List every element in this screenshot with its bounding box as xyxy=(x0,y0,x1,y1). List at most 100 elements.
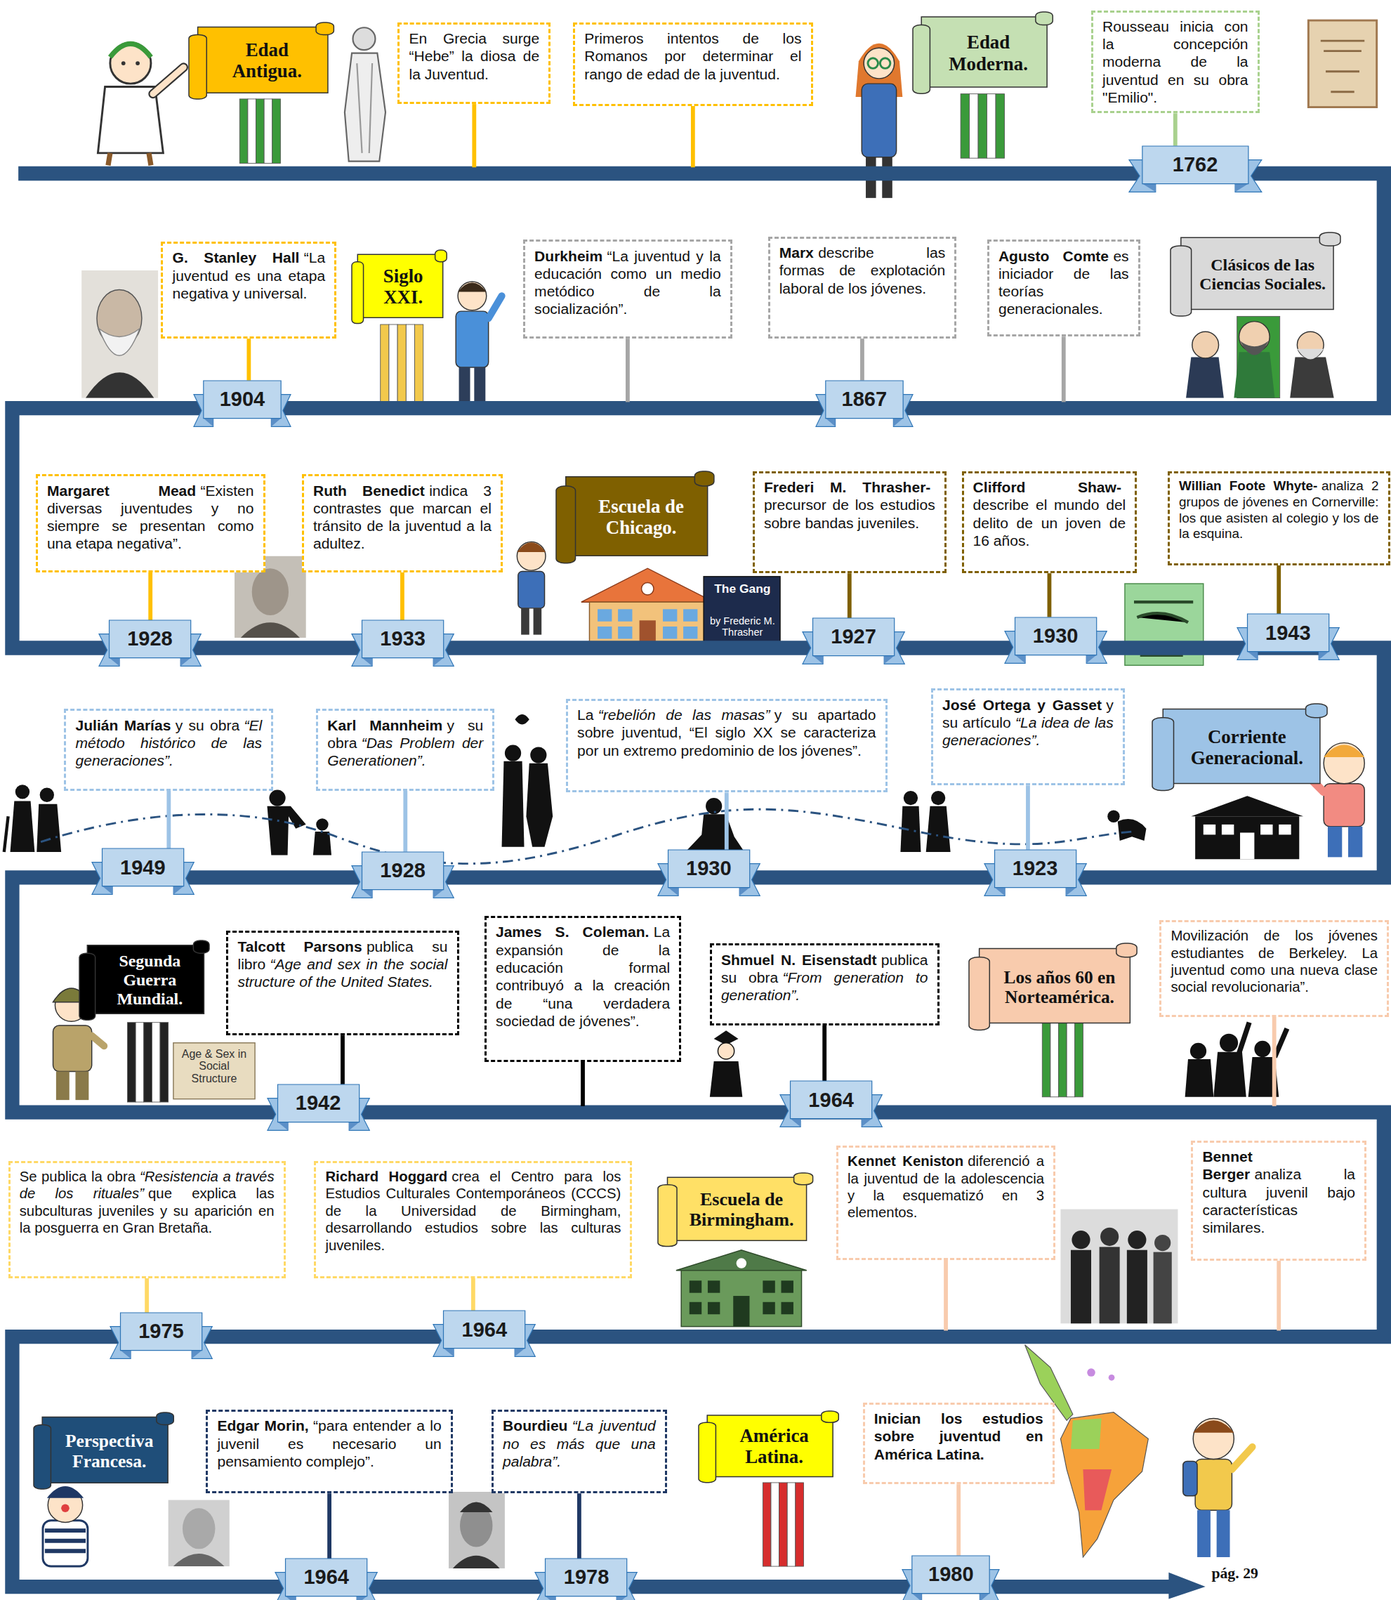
event-text: Karl Mannheim xyxy=(327,716,443,734)
pole-stripe xyxy=(239,99,248,164)
pole-stripe xyxy=(247,99,257,164)
portrait xyxy=(168,1499,230,1566)
banner-body xyxy=(87,945,205,1014)
banner-body xyxy=(197,26,328,93)
year-ribbon: 1949 xyxy=(91,848,194,894)
ribbon-body xyxy=(912,1555,990,1594)
ribbon-fold xyxy=(173,886,184,895)
banner-curl xyxy=(793,1172,813,1185)
graduate-figure xyxy=(709,1030,743,1097)
map xyxy=(1108,1374,1116,1381)
boy-figure xyxy=(516,541,546,635)
banner-text: América Latina. xyxy=(718,1424,830,1467)
year-text: 1927 xyxy=(830,624,877,649)
crowd-silhouettes xyxy=(1254,1040,1271,1057)
event-text: La xyxy=(577,706,594,723)
timeline-arrowhead xyxy=(1168,1572,1205,1599)
connector-stem xyxy=(148,572,153,621)
section-banner: Edad Antigua. xyxy=(188,22,338,100)
portrait xyxy=(452,1555,500,1568)
school-building xyxy=(662,608,677,621)
ribbon-body xyxy=(825,380,903,419)
ribbon-body xyxy=(790,1080,873,1119)
section-banner: Perspectiva Francesa. xyxy=(33,1412,177,1489)
silhouettes xyxy=(15,784,30,799)
university-building xyxy=(762,1301,775,1314)
ribbon-body xyxy=(120,1312,202,1351)
connector-stem xyxy=(956,1483,961,1556)
university-building xyxy=(676,1249,807,1271)
event-text: Kennet Keniston xyxy=(847,1152,964,1169)
boy-figure xyxy=(1348,826,1363,858)
banner-roll xyxy=(1170,245,1192,316)
pole-stripe xyxy=(770,1482,780,1566)
ribbon-fold xyxy=(356,1596,368,1600)
event-box: Primeros intentos de los Romanos por det… xyxy=(572,22,813,107)
silhouettes xyxy=(530,746,547,763)
photo xyxy=(1099,1246,1120,1323)
banner-roll xyxy=(698,1421,716,1482)
banner-curl xyxy=(1035,11,1053,26)
banner-body xyxy=(42,1416,168,1483)
banner-pole xyxy=(1042,1022,1083,1097)
event-text: y su obra xyxy=(175,716,240,734)
silhouettes xyxy=(1107,810,1120,823)
ribbon-fold xyxy=(545,1596,557,1600)
event-box: Bourdieu“La juventud no es más que una p… xyxy=(491,1409,668,1493)
connector-stem xyxy=(246,338,251,381)
man-figure xyxy=(473,367,486,404)
banner-body xyxy=(565,476,708,556)
roman-figure xyxy=(97,42,184,166)
section-banner: Escuela de Chicago. xyxy=(556,471,717,564)
connector-stem xyxy=(340,1034,345,1085)
ribbon-fold xyxy=(108,657,120,667)
pole-stripe xyxy=(762,1482,771,1566)
event-box: G. Stanley Hall“La juventud es una etapa… xyxy=(160,241,337,339)
university-building xyxy=(780,1301,793,1314)
year-ribbon: 1923 xyxy=(984,849,1087,896)
banner-text: Edad Moderna. xyxy=(932,31,1045,74)
university-building xyxy=(689,1301,702,1314)
event-text: Talcott Parsons xyxy=(237,938,362,955)
banner-body xyxy=(1162,709,1321,784)
banner-curl xyxy=(156,1412,174,1425)
year-ribbon: 1930 xyxy=(657,849,760,896)
event-box: Talcott Parsonspublica su libro“Age and … xyxy=(226,930,459,1036)
event-box: José Ortega y Gassety su artículo“La ide… xyxy=(931,688,1125,786)
school-building xyxy=(589,601,706,645)
ribbon-fold xyxy=(1142,183,1156,192)
year-text: 1928 xyxy=(127,627,173,651)
silhouettes xyxy=(268,789,286,806)
woman-figure xyxy=(879,58,891,69)
section-banner: Edad Moderna. xyxy=(912,11,1056,94)
year-ribbon: 1980 xyxy=(902,1555,1000,1600)
ribbon-fold xyxy=(362,657,373,667)
roman-figure xyxy=(110,43,151,57)
event-text: Agusto Comte xyxy=(998,247,1109,265)
pole-stripe xyxy=(389,324,398,404)
event-box: Richard Hoggardcrea el Centro para los E… xyxy=(313,1160,632,1278)
pole-stripe xyxy=(987,94,996,159)
event-text: James S. Coleman. xyxy=(495,923,649,940)
ribbon-fold xyxy=(1235,183,1249,192)
pole-stripe xyxy=(414,324,424,404)
connector-stem xyxy=(403,790,408,852)
event-text: Durkheim xyxy=(534,247,603,265)
silhouettes xyxy=(10,800,36,852)
event-box: En Grecia surge “Hebe” la diosa de la Ju… xyxy=(397,22,551,104)
year-text: 1980 xyxy=(928,1562,974,1586)
ribbon-body xyxy=(443,1310,526,1349)
statue xyxy=(344,53,386,162)
event-box: Agusto Comtees iniciador de las teorías … xyxy=(987,239,1141,337)
event-text: G. Stanley Hall xyxy=(172,249,300,266)
ribbon-fold xyxy=(884,655,895,665)
french-figure xyxy=(42,1485,88,1566)
banner-pole xyxy=(127,1022,169,1102)
silhouettes xyxy=(514,714,529,725)
boy-figure xyxy=(518,571,545,609)
year-text: 1964 xyxy=(303,1565,349,1589)
pole-stripe xyxy=(779,1482,788,1566)
banner-roll xyxy=(33,1424,51,1489)
school-building xyxy=(641,582,654,595)
